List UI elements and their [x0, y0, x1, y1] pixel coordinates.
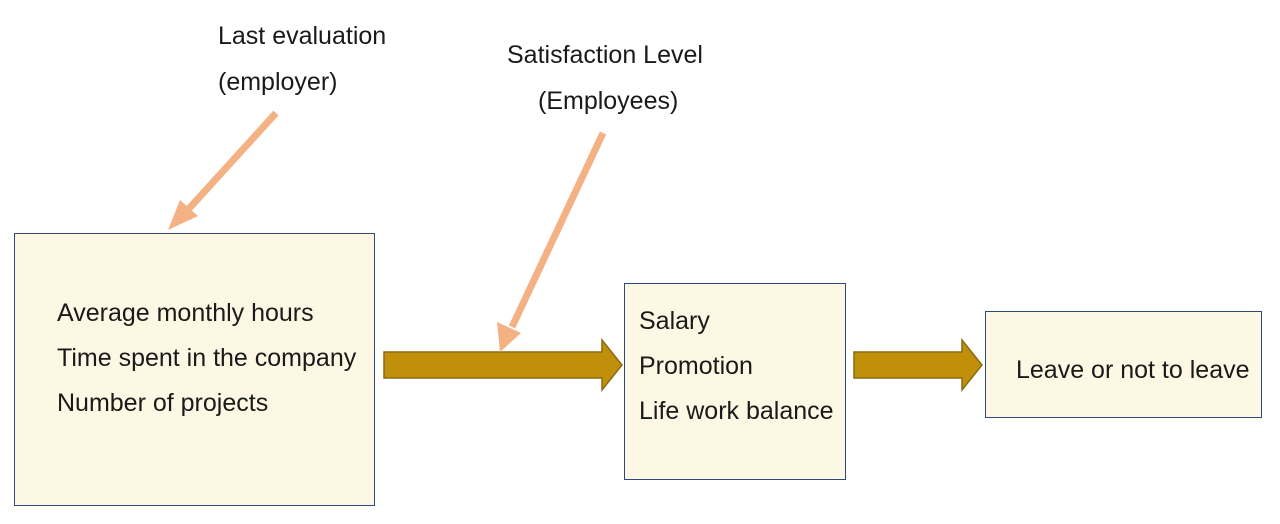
- inputs-box: [14, 233, 375, 506]
- factors-line-salary: Salary: [639, 307, 710, 335]
- annotation-satisfaction-level-line1: Satisfaction Level: [507, 41, 703, 69]
- annotation-last-evaluation-line2: (employer): [218, 68, 338, 96]
- inputs-line-average-monthly-hours: Average monthly hours: [57, 299, 314, 327]
- annotation-arrow-last-evaluation: [168, 110, 279, 230]
- factors-line-life-work-balance: Life work balance: [639, 397, 834, 425]
- annotation-satisfaction-level-line2: (Employees): [538, 87, 679, 115]
- inputs-line-time-spent: Time spent in the company: [57, 344, 357, 372]
- outcome-text: Leave or not to leave: [1016, 356, 1250, 384]
- outcome-box: [985, 311, 1262, 418]
- flow-arrow-inputs-to-factors: [383, 337, 623, 393]
- flow-arrow-factors-to-outcome: [853, 337, 983, 393]
- annotation-arrow-satisfaction-level: [497, 131, 607, 352]
- annotation-last-evaluation-line1: Last evaluation: [218, 22, 387, 50]
- factors-box: [624, 283, 846, 480]
- inputs-line-number-of-projects: Number of projects: [57, 389, 269, 417]
- factors-line-promotion: Promotion: [639, 352, 753, 380]
